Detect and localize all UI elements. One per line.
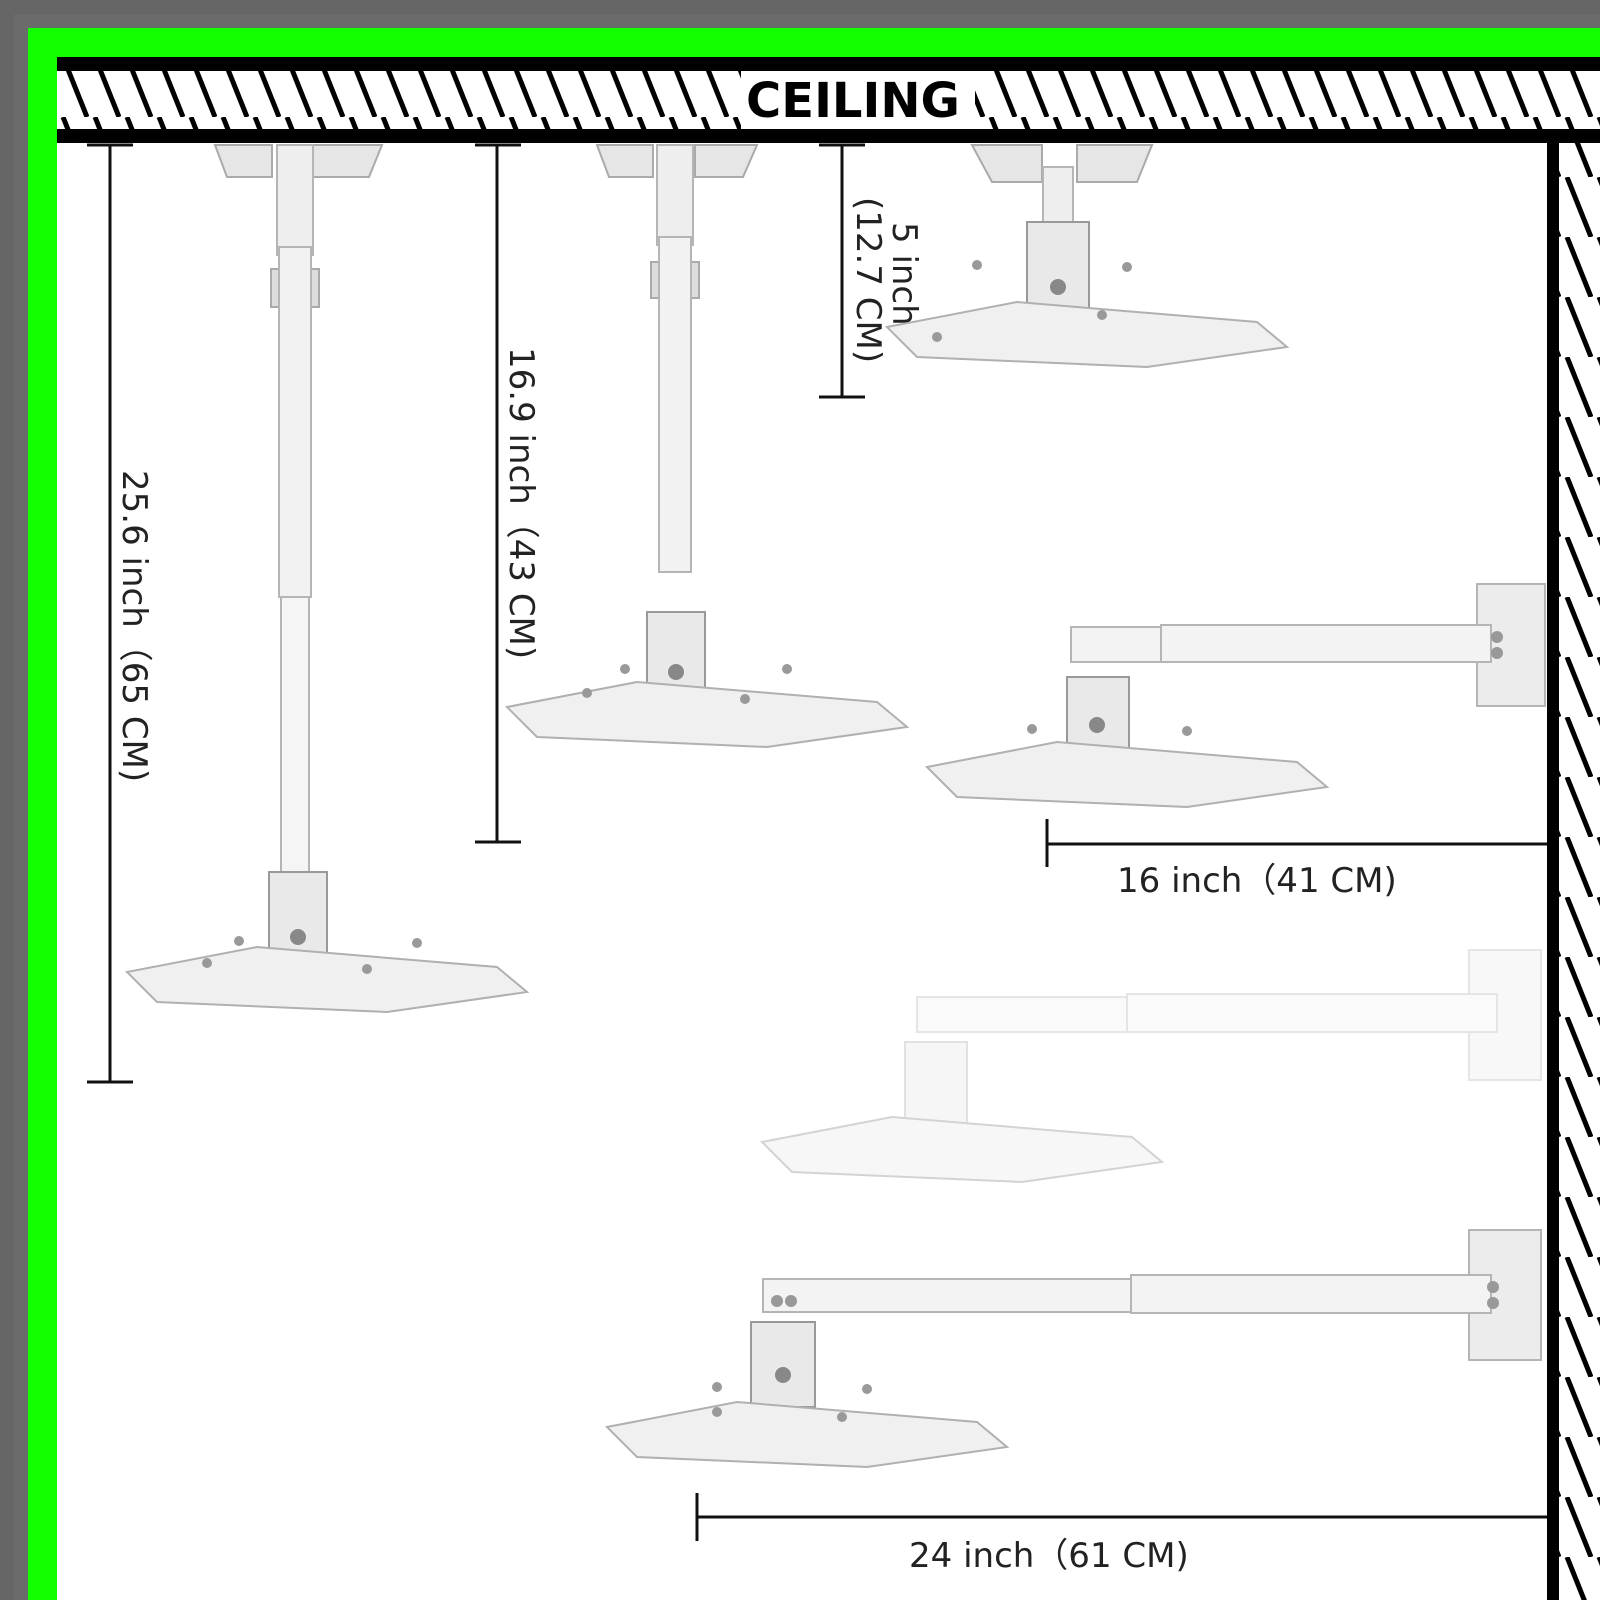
mount-wall-arm-short [926, 583, 1546, 808]
wall [1547, 143, 1600, 1600]
dimension-lines [87, 143, 1547, 1541]
diagram-svg: CEILING 25.6 inch（65 CM) 16.9 inch（43 CM… [57, 57, 1600, 1600]
mount-long-pole [126, 144, 528, 1013]
dim-arm-long: 24 inch（61 CM) [909, 1536, 1189, 1576]
mount-wall-arm-long [606, 1229, 1542, 1468]
mount-short [886, 144, 1288, 368]
ceiling-bar: CEILING [57, 57, 1600, 143]
ceiling-label: CEILING [746, 73, 960, 129]
mount-wall-arm-faded [761, 949, 1542, 1183]
dim-pole-short-inch: 5 inch [884, 222, 924, 326]
dim-arm-short: 16 inch（41 CM) [1117, 861, 1397, 901]
mount-medium-pole [506, 144, 908, 748]
dim-pole-medium: 16.9 inch（43 CM) [501, 347, 541, 659]
diagram-canvas: CEILING 25.6 inch（65 CM) 16.9 inch（43 CM… [57, 57, 1600, 1600]
dim-pole-short-cm: (12.7 CM) [848, 197, 888, 363]
dim-pole-long: 25.6 inch（65 CM) [114, 470, 154, 782]
